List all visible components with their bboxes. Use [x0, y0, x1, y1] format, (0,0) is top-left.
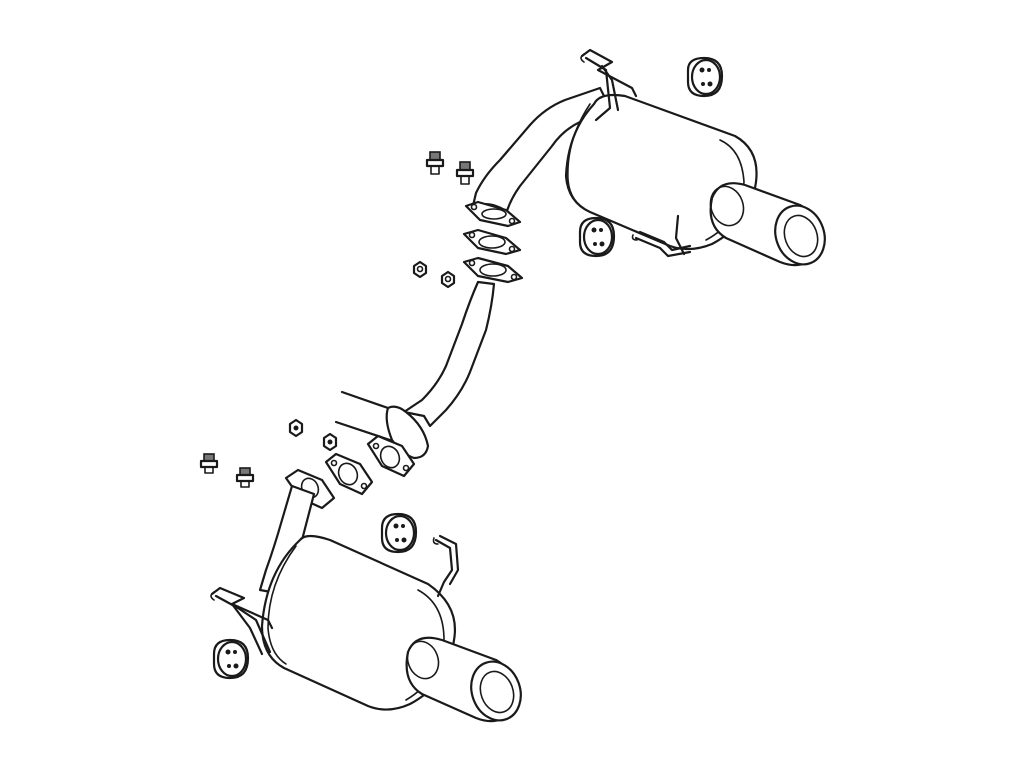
center-pipe-top-flange — [462, 256, 524, 284]
lower-nut-2 — [322, 432, 338, 452]
upper-muffler — [564, 93, 758, 251]
center-pipe — [334, 280, 496, 460]
lower-gasket — [324, 452, 374, 496]
upper-nut-1 — [412, 260, 428, 279]
upper-nuts — [412, 260, 456, 289]
upper-bolt-1 — [425, 151, 445, 175]
lower-hanger-bracket — [210, 586, 274, 656]
lower-bolt-1 — [199, 453, 219, 474]
lower-nuts — [288, 418, 338, 452]
lower-rear-hanger-rod — [432, 534, 460, 598]
upper-bolts — [425, 151, 475, 185]
lower-nut-1 — [288, 418, 304, 438]
upper-rubber-mount-top — [686, 56, 724, 98]
upper-nut-2 — [440, 270, 456, 289]
center-flange — [366, 434, 416, 478]
upper-bolt-2 — [455, 161, 475, 185]
lower-bolt-2 — [235, 467, 255, 488]
lower-rubber-mount-bottom — [212, 638, 250, 680]
upper-hanger-bracket — [580, 48, 638, 122]
lower-rubber-mount-top — [380, 512, 418, 554]
upper-rubber-mount-bottom — [578, 216, 616, 258]
upper-tailpipe-tip — [709, 182, 826, 267]
upper-gasket — [462, 228, 522, 256]
upper-flange — [464, 200, 522, 228]
upper-rear-hanger-rod — [631, 214, 692, 258]
lower-tailpipe-tip — [405, 636, 522, 723]
lower-bolts — [199, 453, 255, 488]
